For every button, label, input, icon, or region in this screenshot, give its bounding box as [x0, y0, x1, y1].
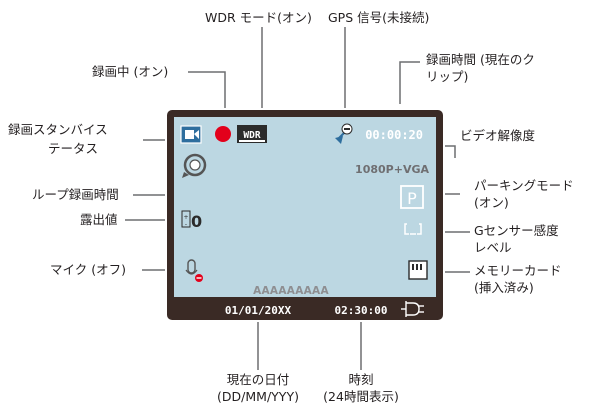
dashcam-screen: WDR 00:00:20 1080P+VGA + - 0 P	[167, 110, 443, 320]
label-wdr-mode: WDR モード(オン)	[205, 10, 312, 25]
camera-icon	[180, 125, 202, 144]
callout-line-recording	[188, 71, 226, 108]
label-mic: マイク (オフ)	[50, 262, 126, 277]
exposure-value: 0	[191, 212, 202, 231]
label-clock-line2: (24時間表示)	[323, 389, 399, 404]
label-rec-time-line1: 録画時間 (現在のク	[426, 52, 535, 67]
g-sensor-icon	[404, 223, 422, 235]
date-text: 01/01/20XX	[225, 304, 292, 317]
label-parking-line2: (オン)	[474, 195, 509, 210]
label-resolution: ビデオ解像度	[460, 128, 536, 143]
loop-record-icon	[182, 153, 207, 178]
label-date-line2: (DD/MM/YYY)	[217, 389, 299, 404]
file-name: AAAAAAAAA	[253, 285, 329, 297]
resolution-text: 1080P+VGA	[355, 163, 429, 176]
label-standby-line2: テータス	[48, 141, 99, 156]
time-counter: 00:00:20	[365, 128, 423, 142]
wdr-badge-text: WDR	[243, 130, 260, 141]
svg-text:+: +	[183, 214, 188, 221]
label-loop-record: ループ録画時間	[32, 187, 119, 202]
callout-line-resolution	[445, 145, 456, 158]
parking-icon: P	[400, 185, 424, 209]
label-rec-time-line2: リップ)	[426, 69, 469, 84]
exposure-icon: + -	[181, 210, 191, 228]
label-clock-line1: 時刻	[348, 372, 374, 387]
label-gsensor-line1: Gセンサー感度	[474, 223, 559, 238]
label-exposure: 露出値	[80, 212, 118, 227]
label-gsensor-line2: レベル	[474, 240, 512, 255]
svg-text:-: -	[185, 221, 187, 228]
power-plug-icon	[401, 301, 424, 317]
label-standby-line1: 録画スタンバイス	[8, 122, 108, 137]
label-date-line1: 現在の日付	[226, 372, 290, 387]
screen-display	[174, 117, 436, 297]
label-parking-line1: パーキングモード	[474, 178, 574, 193]
clock-text: 02:30:00	[335, 304, 388, 317]
gps-icon	[335, 123, 353, 144]
label-recording: 録画中 (オン)	[92, 64, 169, 79]
sd-card-icon	[408, 260, 428, 280]
mic-off-icon	[185, 259, 203, 282]
label-gps-signal: GPS 信号(未接続)	[328, 10, 430, 25]
parking-letter: P	[407, 189, 417, 208]
label-memory-line2: (挿入済み)	[474, 280, 534, 295]
label-memory-line1: メモリーカード	[474, 263, 562, 278]
record-dot-icon	[215, 126, 231, 142]
callout-line-rec-time	[399, 61, 420, 104]
wdr-icon: WDR	[237, 125, 267, 143]
